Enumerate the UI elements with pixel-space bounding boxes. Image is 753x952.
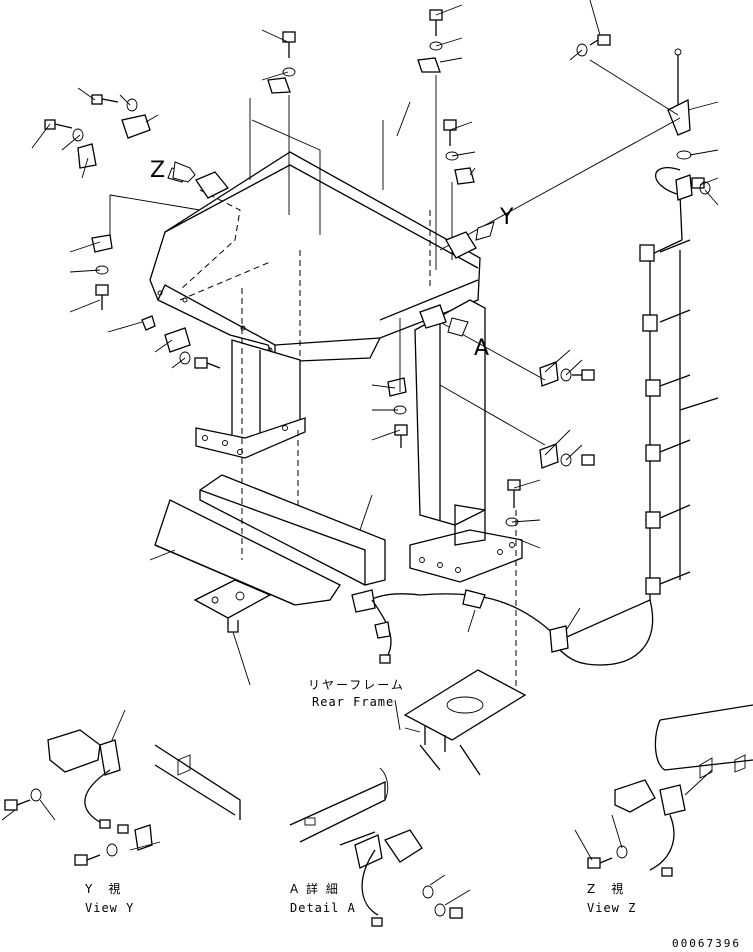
bolt-set-right	[387, 34, 711, 527]
bolt-set-left	[44, 94, 221, 369]
upper-cover-panel	[199, 474, 386, 586]
rear-frame-label-jp: リヤーフレーム	[308, 678, 405, 692]
document-number: 00067396	[672, 937, 741, 950]
assembly-dashed-lines	[179, 189, 517, 690]
lamp-a-main	[419, 304, 469, 337]
view-z-label-jp: Z 視	[587, 881, 625, 896]
callout-z: Z	[150, 158, 165, 183]
right-leg	[409, 299, 523, 583]
lower-cover-panel	[154, 499, 341, 606]
left-leg	[195, 339, 306, 459]
assembly-guide-lines	[109, 75, 681, 446]
view-y-detail	[1, 709, 241, 866]
rear-frame-bracket	[403, 669, 527, 776]
rear-frame-label-en: Rear Frame	[312, 695, 394, 709]
detail-a	[289, 767, 471, 927]
arrow-z	[172, 161, 196, 183]
callout-a: A	[474, 336, 489, 361]
view-z-detail	[574, 704, 753, 877]
detail-a-label-en: Detail A	[290, 901, 356, 915]
beacon-mast	[589, 48, 692, 160]
view-z-label-en: View Z	[587, 901, 636, 915]
view-y-label-en: View Y	[85, 901, 134, 915]
lamp-y-main	[445, 221, 495, 259]
leader-lines	[31, 0, 719, 733]
view-y-label-jp: Y 視	[84, 881, 122, 896]
detail-a-label-jp: A 詳 細	[290, 881, 340, 896]
stand-top-plate	[149, 151, 481, 363]
callout-y: Y	[499, 205, 514, 230]
bolt-set-top-center	[267, 9, 475, 185]
harness-connectors	[351, 589, 569, 664]
wiring-harness	[369, 167, 719, 666]
